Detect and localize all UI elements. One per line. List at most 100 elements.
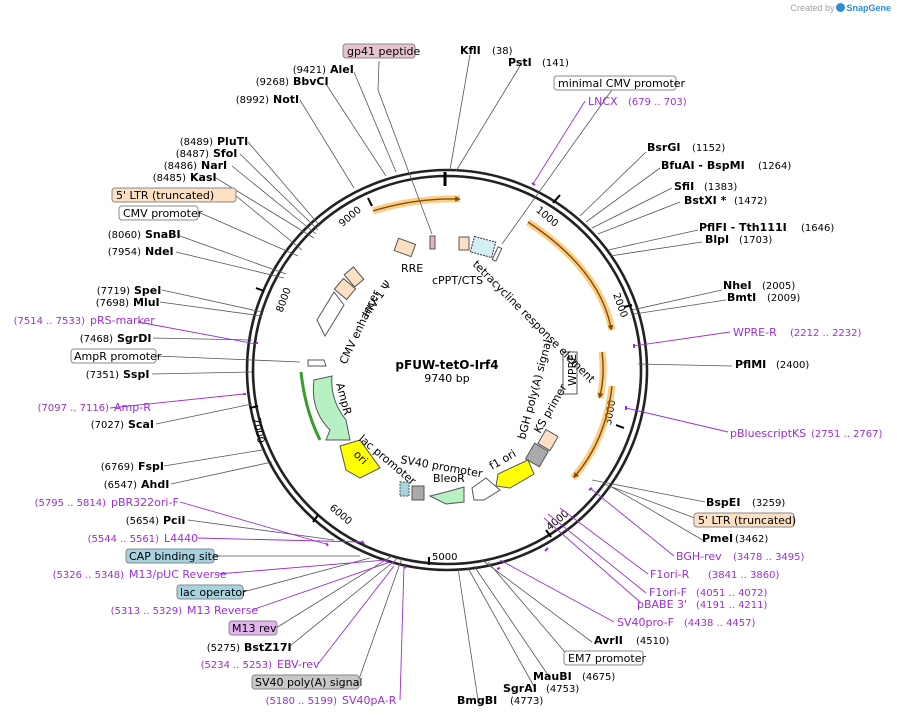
feature-cap-binding-site: CAP binding site xyxy=(129,550,219,563)
cmv-label-box xyxy=(118,205,199,221)
orf-arc-right xyxy=(527,221,614,331)
enzyme-spei: SpeI xyxy=(134,284,161,297)
enzyme-sgrdi: SgrDI xyxy=(117,332,151,345)
enzyme-ndei-pos: (7954) xyxy=(108,247,141,258)
ampr-arc xyxy=(299,371,322,441)
enzyme-blpi: BlpI xyxy=(705,233,729,246)
orf-arc-right-glow xyxy=(526,219,616,331)
primer-amp-r: Amp-R xyxy=(114,401,151,414)
tick-5000: 5000 xyxy=(432,552,457,563)
feature-m13-rev: M13 rev xyxy=(232,622,277,635)
rre-box xyxy=(393,237,417,258)
enzyme-nhei: NheI xyxy=(723,279,752,292)
label-rre: RRE xyxy=(401,262,423,275)
enzyme-bspei-pos: (3259) xyxy=(752,498,785,509)
label-cppt: cPPT/CTS xyxy=(432,274,483,287)
feature-5ltr-left: 5' LTR (truncated) xyxy=(116,189,214,202)
feature-sv40-polya: SV40 poly(A) signal xyxy=(255,676,362,689)
lac-operator-label-box xyxy=(176,584,244,600)
enzyme-mlui-pos: (7698) xyxy=(96,298,129,309)
credit-brand: SnapGene xyxy=(846,3,891,13)
enzyme-kasi: KasI xyxy=(190,171,217,184)
enzyme-pflmi-pos: (2400) xyxy=(776,360,809,371)
enzymes-right: KflI (38) PstI (141) BsrGI (1152) BfuAI … xyxy=(457,44,834,707)
enzyme-nhei-pos: (2005) xyxy=(762,281,795,292)
enzyme-nari-pos: (8486) xyxy=(164,161,197,172)
enzyme-sspi: SspI xyxy=(123,368,149,381)
enzyme-pflmi: PflMI xyxy=(735,358,766,371)
enzyme-bstz17i-pos: (5275) xyxy=(207,643,240,654)
tre-box xyxy=(469,235,497,259)
primer-pbluescriptks-pos: (2751 .. 2767) xyxy=(811,429,883,440)
enzyme-bmgbi: BmgBI xyxy=(457,694,497,707)
sv40polya-label-box xyxy=(251,674,360,690)
em7-label-box xyxy=(563,650,644,666)
enzyme-sspi-pos: (7351) xyxy=(86,370,119,381)
primer-pbr322ori-f-pos: (5795 .. 5814) xyxy=(35,498,107,509)
enzyme-nari: NarI xyxy=(201,159,227,172)
hiv1-psi-box xyxy=(343,266,365,288)
primer-prs-marker-pos: (7514 .. 7533) xyxy=(14,316,86,327)
primer-m13-reverse-pos: (5313 .. 5329) xyxy=(111,606,183,617)
sv40-promoter-arrow xyxy=(471,477,501,501)
cppt-box xyxy=(458,236,470,251)
primers: LNCX (679 .. 703) WPRE-R (2212 .. 2232) … xyxy=(14,95,883,707)
enzyme-ahdi: AhdI xyxy=(141,478,169,491)
enzyme-blpi-pos: (1703) xyxy=(739,235,772,246)
orf-arc-lower xyxy=(573,385,613,479)
primer-marks xyxy=(243,182,635,570)
enzyme-alei-pos: (9421) xyxy=(293,65,326,76)
enzyme-psti-pos: (141) xyxy=(542,58,569,69)
primer-wpre-r-pos: (2212 .. 2232) xyxy=(790,328,862,339)
enzyme-noti: NotI xyxy=(273,93,299,106)
ampr-promoter-box xyxy=(307,359,327,367)
gp41-box xyxy=(429,235,436,250)
primer-l4440: L4440 xyxy=(164,532,198,545)
primer-m13-reverse: M13 Reverse xyxy=(187,604,258,617)
enzyme-sfii: SfiI xyxy=(674,180,694,193)
feature-minimal-cmv: minimal CMV promoter xyxy=(558,77,686,90)
enzyme-bstxi-pos: (1472) xyxy=(734,196,767,207)
wpre-box xyxy=(562,351,578,395)
primer-sv40pa-r: SV40pA-R xyxy=(342,694,397,707)
primer-lncx-pos: (679 .. 703) xyxy=(628,97,687,108)
primer-sv40pa-r-pos: (5180 .. 5199) xyxy=(266,696,338,707)
enzyme-bbvci: BbvCI xyxy=(293,75,329,88)
backbone-inner-ring xyxy=(251,174,643,566)
boxed-feature-labels: gp41 peptide minimal CMV promoter 5' LTR… xyxy=(70,43,796,690)
sv40-polya-box xyxy=(411,485,425,501)
ampr-promoter-label-box xyxy=(70,348,157,364)
enzyme-avrii-pos: (4510) xyxy=(636,636,669,647)
enzyme-pflfi-tth111i: PflFI - Tth111I xyxy=(699,221,787,234)
snapgene-logo-icon xyxy=(836,3,846,12)
primer-bgh-rev-pos: (3478 .. 3495) xyxy=(733,552,805,563)
enzyme-pcii: PciI xyxy=(163,514,185,527)
orf-arc-top xyxy=(372,196,461,212)
enzyme-pmei-pos: (3462) xyxy=(735,534,768,545)
primer-prs-marker: pRS-marker xyxy=(90,314,155,327)
primer-bgh-rev: BGH-rev xyxy=(676,550,722,563)
primer-m13puc-rev-pos: (5326 .. 5348) xyxy=(53,570,125,581)
enzymes-left: (9421) AleI (9268) BbvCI (8992) NotI (84… xyxy=(80,63,354,654)
enzyme-alei: AleI xyxy=(330,63,354,76)
enzyme-bbvci-pos: (9268) xyxy=(256,77,289,88)
enzyme-kasi-pos: (8485) xyxy=(153,173,186,184)
plasmid-size: 9740 bp xyxy=(424,372,469,385)
enzyme-sfoi: SfoI xyxy=(213,147,237,160)
primer-f1ori-f: F1ori-F xyxy=(649,586,687,599)
cmv-enhancer-arrow xyxy=(316,291,345,338)
feature-5ltr-right: 5' LTR (truncated) xyxy=(698,514,796,527)
enzyme-sgrai-pos: (4753) xyxy=(546,684,579,695)
tick-8000: 8000 xyxy=(275,286,294,314)
credit-prefix: Created by xyxy=(790,3,835,13)
snapgene-credit: Created by SnapGene xyxy=(790,3,891,13)
inner-features xyxy=(299,235,578,505)
f1-ori-arrow xyxy=(495,459,535,489)
tick-7000: 7000 xyxy=(251,417,266,444)
primer-wpre-r: WPRE-R xyxy=(733,326,777,339)
enzyme-bmgbi-pos: (4773) xyxy=(510,696,543,707)
cap-label-box xyxy=(125,548,215,564)
bleor-arrow xyxy=(428,486,465,505)
enzyme-bstxi: BstXI * xyxy=(684,194,727,207)
